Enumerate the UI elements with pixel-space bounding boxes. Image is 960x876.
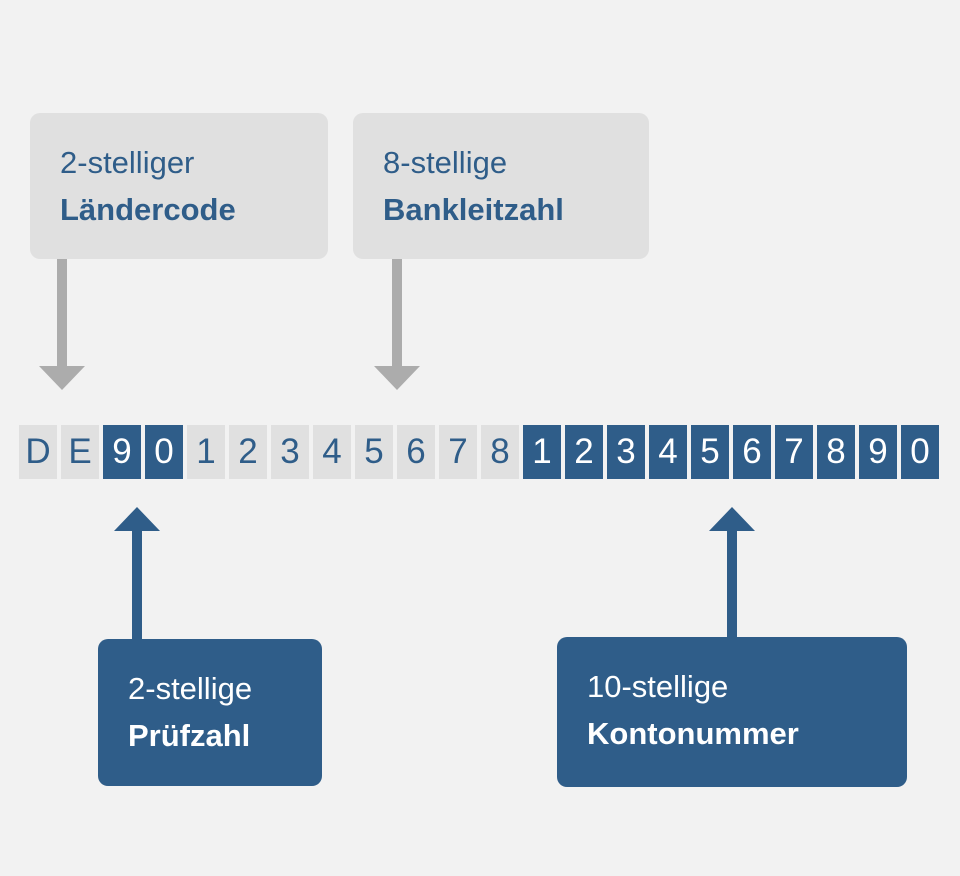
bank-code-label-line1: 8-stellige	[383, 145, 508, 180]
iban-char-cell: 8	[481, 425, 519, 479]
iban-char-cell: 5	[691, 425, 729, 479]
iban-char-cell: 2	[565, 425, 603, 479]
arrow-down-bank-code-stem	[392, 259, 402, 367]
iban-char-cell: E	[61, 425, 99, 479]
iban-char-cell: D	[19, 425, 57, 479]
bank-code-label-line2: Bankleitzahl	[383, 192, 564, 227]
arrow-down-country-code-icon	[39, 366, 85, 390]
iban-char-cell: 4	[649, 425, 687, 479]
iban-char-cell: 6	[397, 425, 435, 479]
account-number-label-box: 10-stellige Kontonummer	[557, 637, 907, 787]
iban-char-cell: 0	[145, 425, 183, 479]
iban-char-cell: 1	[187, 425, 225, 479]
iban-char-cell: 2	[229, 425, 267, 479]
country-code-label-line1: 2-stelliger	[60, 145, 195, 180]
iban-char-cell: 9	[859, 425, 897, 479]
iban-char-cell: 3	[271, 425, 309, 479]
arrow-up-account-number-icon	[709, 507, 755, 531]
bank-code-label-box: 8-stellige Bankleitzahl	[353, 113, 649, 259]
iban-char-cell: 5	[355, 425, 393, 479]
arrow-up-account-number-stem	[727, 529, 737, 637]
arrow-up-check-digits-icon	[114, 507, 160, 531]
iban-char-cell: 4	[313, 425, 351, 479]
check-digits-label-line1: 2-stellige	[128, 671, 253, 706]
iban-char-cell: 7	[439, 425, 477, 479]
account-number-label-line2: Kontonummer	[587, 716, 799, 751]
iban-char-cell: 1	[523, 425, 561, 479]
iban-char-cell: 8	[817, 425, 855, 479]
country-code-label-line2: Ländercode	[60, 192, 236, 227]
check-digits-label-line2: Prüfzahl	[128, 718, 251, 753]
iban-char-cell: 6	[733, 425, 771, 479]
arrow-up-check-digits-stem	[132, 529, 142, 639]
iban-char-cell: 3	[607, 425, 645, 479]
iban-char-cell: 7	[775, 425, 813, 479]
arrow-down-bank-code-icon	[374, 366, 420, 390]
iban-char-cell: 9	[103, 425, 141, 479]
arrow-down-country-code-stem	[57, 259, 67, 367]
account-number-label-line1: 10-stellige	[587, 669, 729, 704]
check-digits-label-box: 2-stellige Prüfzahl	[98, 639, 322, 786]
country-code-label-box: 2-stelliger Ländercode	[30, 113, 328, 259]
iban-char-cell: 0	[901, 425, 939, 479]
